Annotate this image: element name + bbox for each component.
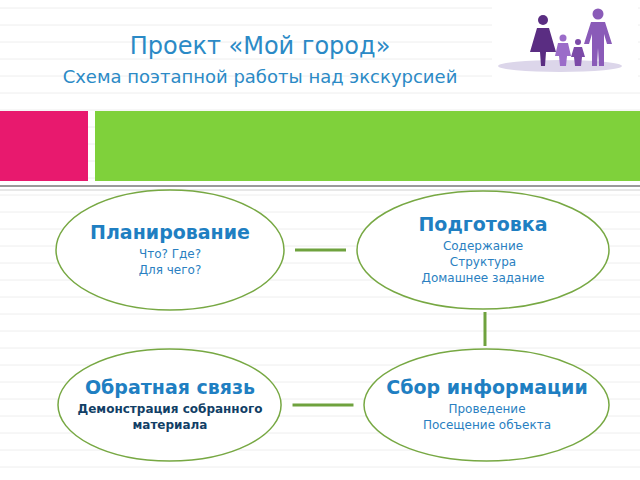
node-text: Структура [450, 254, 516, 270]
node-content: Обратная связьДемонстрация собранного ма… [57, 348, 282, 462]
node-text: Домашнее задание [422, 270, 545, 286]
divider-line [0, 185, 640, 187]
node-content: ПланированиеЧто? Где?Для чего? [55, 189, 285, 311]
node-text: Что? Где? [139, 246, 201, 262]
stage-ellipse: ПодготовкаСодержаниеСтруктураДомашнее за… [356, 190, 610, 310]
stage-ellipse: Обратная связьДемонстрация собранного ма… [57, 348, 282, 462]
pink-band [0, 111, 88, 181]
connector [484, 312, 485, 346]
node-heading: Планирование [90, 222, 250, 244]
node-text: Посещение объекта [423, 417, 551, 433]
node-text: Содержание [443, 238, 523, 254]
node-text: Для чего? [139, 262, 202, 278]
connector [295, 250, 346, 251]
stage-ellipse: ПланированиеЧто? Где?Для чего? [55, 189, 285, 311]
node-heading: Обратная связь [85, 377, 255, 399]
divider-line [0, 190, 640, 191]
stage-ellipse: Сбор информацииПроведениеПосещение объек… [363, 348, 610, 462]
node-heading: Подготовка [418, 214, 547, 236]
family-icon [492, 2, 638, 82]
connector [293, 405, 354, 406]
node-text: Демонстрация собранного материала [77, 401, 262, 433]
subtitle: Схема поэтапной работы над экскурсией [20, 66, 500, 87]
green-band [95, 111, 640, 181]
title: Проект «Мой город» [20, 32, 500, 60]
node-text: Проведение [448, 401, 525, 417]
node-content: Сбор информацииПроведениеПосещение объек… [363, 348, 610, 462]
node-heading: Сбор информации [386, 377, 588, 399]
node-content: ПодготовкаСодержаниеСтруктураДомашнее за… [356, 190, 610, 310]
